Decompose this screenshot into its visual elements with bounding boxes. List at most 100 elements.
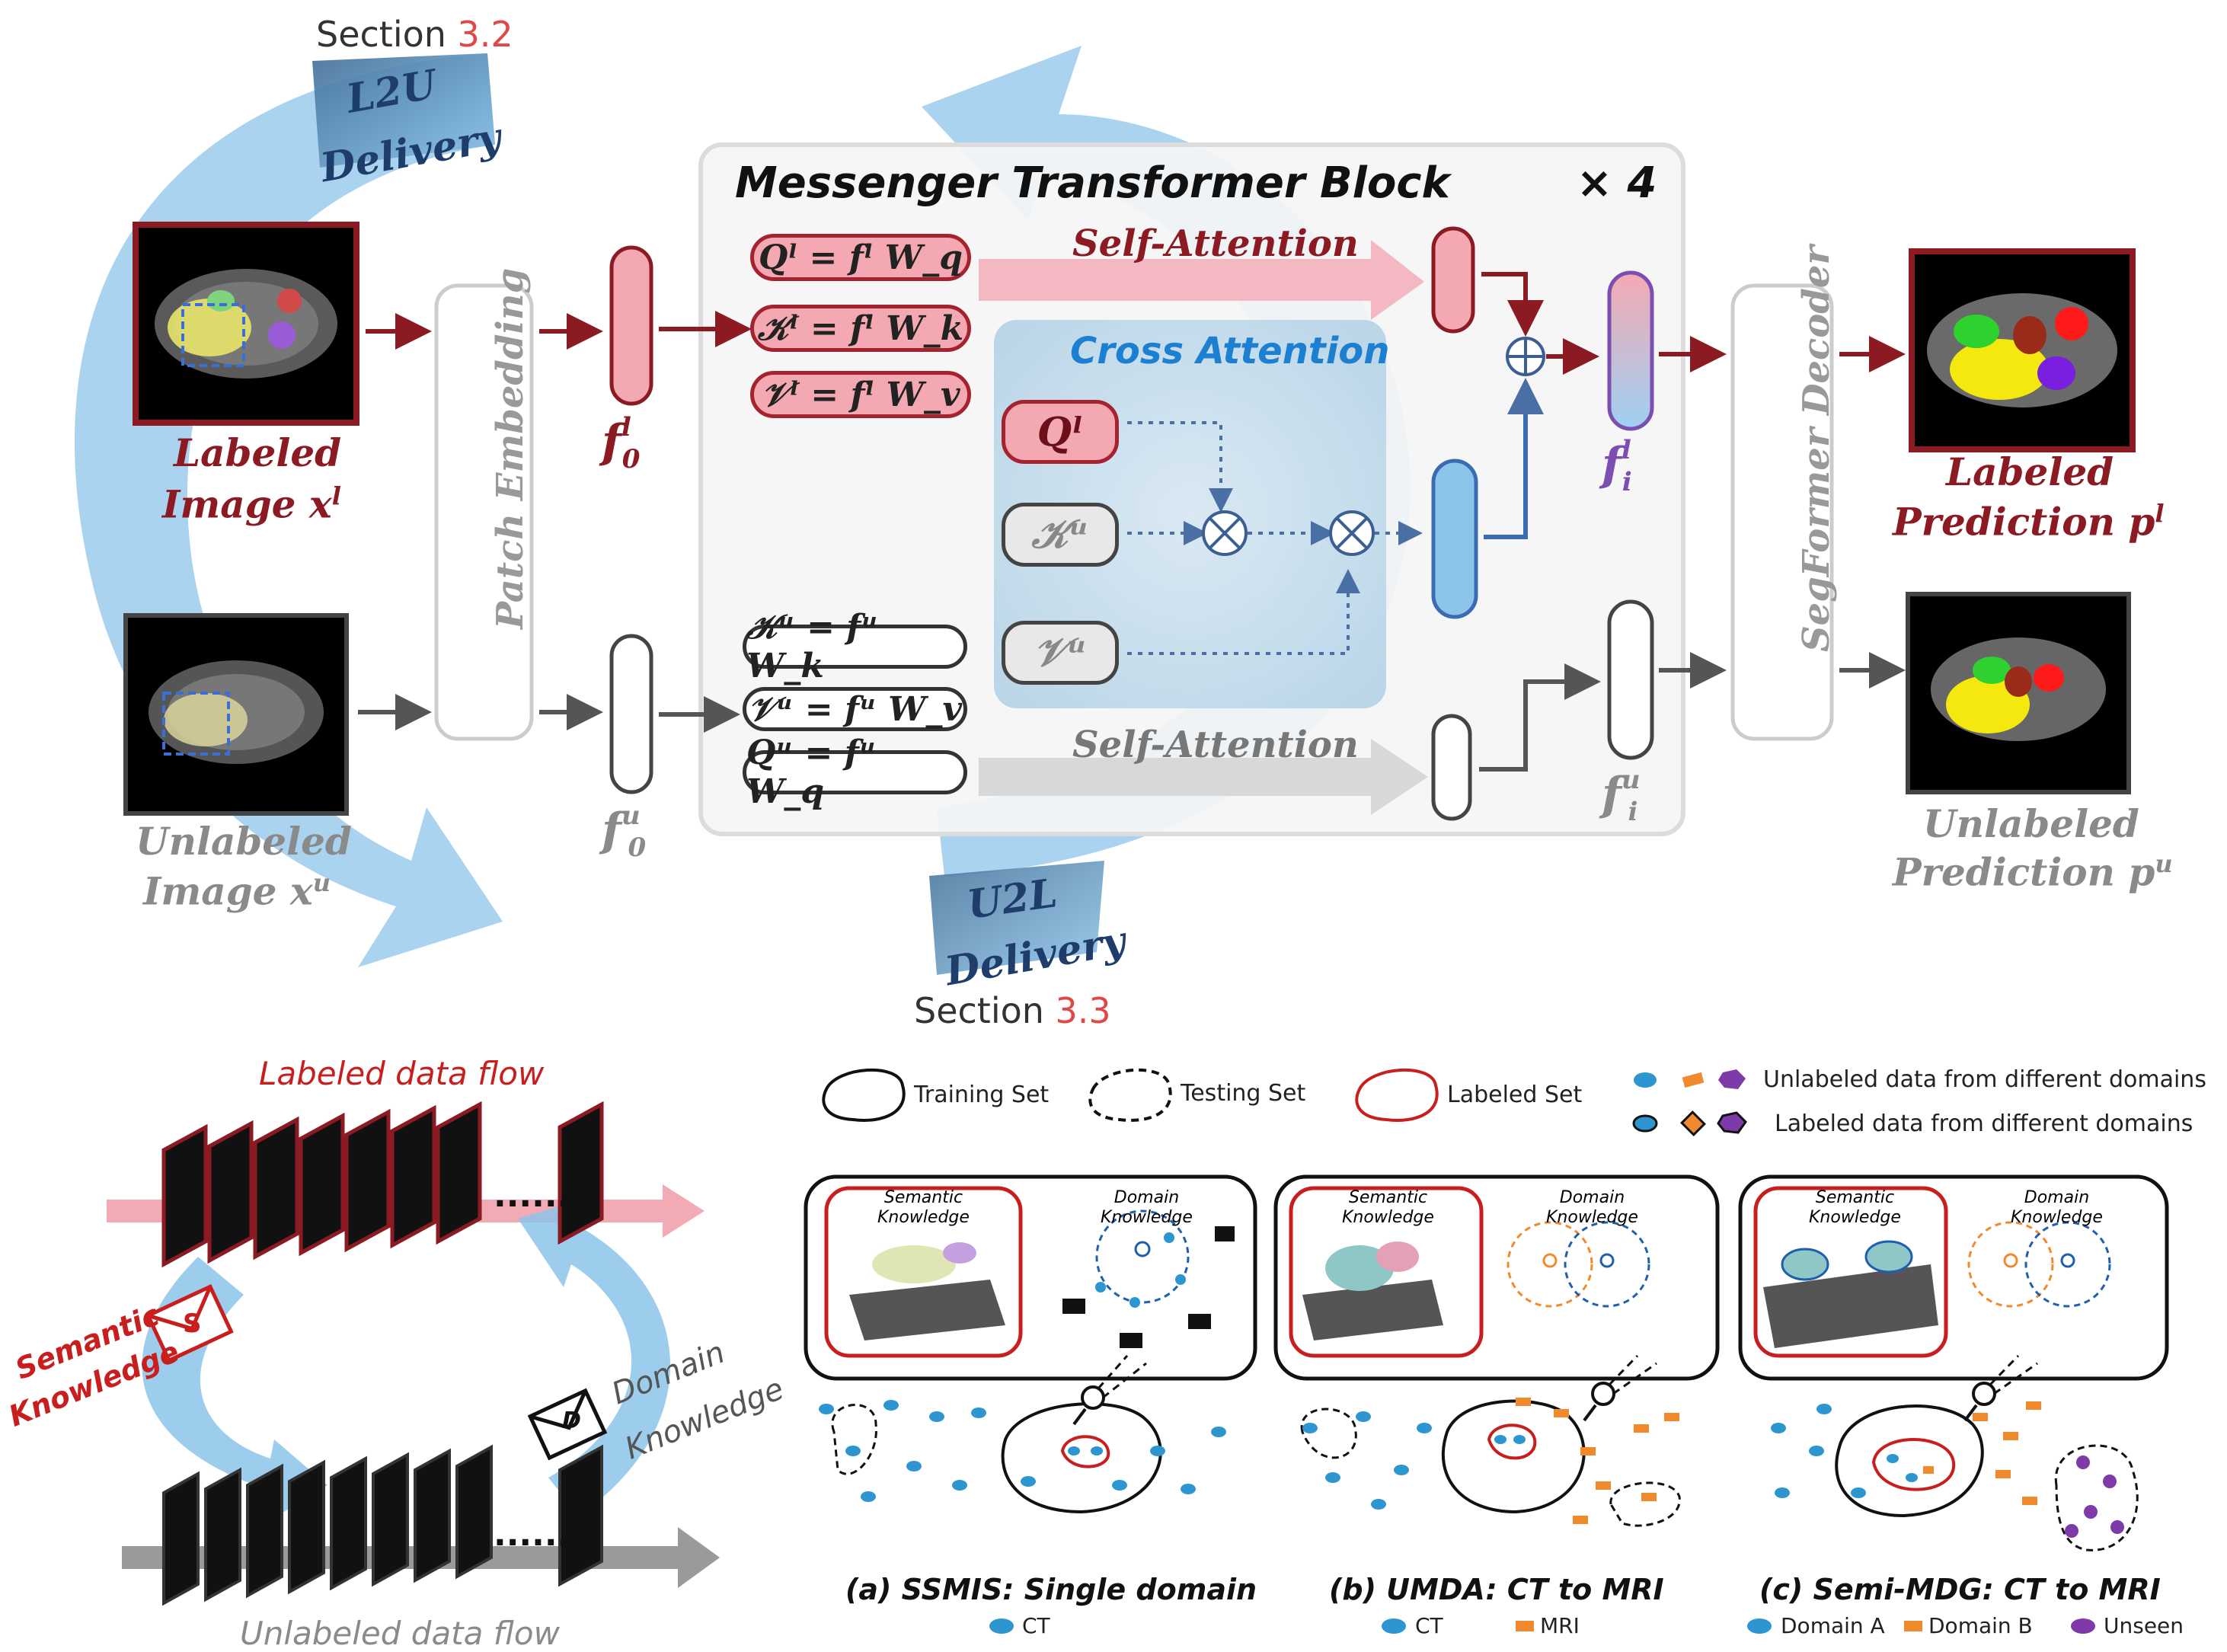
cross-v-unlabeled: 𝒱ᵘ (1002, 621, 1119, 685)
self-attention-top-arrow (979, 240, 1424, 320)
unlabeled-image (123, 613, 349, 816)
labeled-image-title: Labeled (174, 430, 342, 475)
labeled-prediction-title: Labeled (1946, 449, 2114, 494)
section-3-3-label: Section 3.3 (914, 990, 1111, 1031)
unlabeled-image-text: Image x (143, 868, 313, 914)
legend-unlabeled-domains: Unlabeled data from different domains (1763, 1066, 2206, 1093)
caption-c-legend-b: Domain B (1928, 1613, 2033, 1638)
cross-attn-token (1431, 459, 1478, 619)
otimes-2 (1329, 510, 1375, 556)
caption-c: (c) Semi-MDG: CT to MRI (1759, 1573, 2161, 1606)
caption-b-legend-mri: MRI (1540, 1613, 1580, 1638)
caption-a-legend-ct: CT (1022, 1613, 1050, 1638)
unlabeled-prediction-image (1906, 592, 2131, 794)
formula-q-labeled: Qˡ = fˡ W_q (750, 234, 971, 281)
domain-knowledge-arrow (518, 1196, 670, 1516)
caption-c-legend-unseen: Unseen (2104, 1613, 2184, 1638)
unlabeled-flow-label: Unlabeled data flow (240, 1615, 560, 1652)
cross-q-labeled: Qˡ (1002, 400, 1119, 464)
sup: l (621, 412, 631, 443)
otimes-1 (1202, 510, 1248, 556)
legend-testing-shape (1088, 1068, 1172, 1122)
legend-labeled-shape (1355, 1068, 1439, 1122)
repeat-count: × 4 (1577, 158, 1657, 208)
fi-unlabeled-token (1607, 599, 1654, 760)
sub: i (1622, 467, 1632, 497)
unlabeled-prediction-title: Unlabeled (1923, 801, 2139, 846)
domain-line: Domain (1114, 1188, 1180, 1207)
unlabeled-image-name: Image xu (143, 868, 331, 914)
self-attention-top-label: Self-Attention (1072, 222, 1359, 265)
semantic-line: Semantic (883, 1188, 963, 1207)
self-attn-unlabeled-token (1431, 714, 1472, 821)
section-word: Section (914, 990, 1044, 1031)
labeled-flow-dots: ······ (494, 1184, 570, 1223)
section-number: 3.3 (1055, 990, 1111, 1031)
labeled-prediction-image (1909, 248, 2136, 452)
knowledge-line: Knowledge (1809, 1208, 1901, 1227)
legend-labeled-domains: Labeled data from different domains (1775, 1110, 2193, 1137)
labeled-image (133, 222, 359, 426)
cross-k-unlabeled: 𝒦ᵘ (1002, 503, 1119, 567)
sub: 0 (621, 444, 641, 475)
knowledge-line: Knowledge (877, 1208, 970, 1227)
patch-embedding-box (434, 283, 534, 741)
cross-attention-label: Cross Attention (1070, 330, 1390, 372)
f0-labeled-label: fl0 (602, 412, 649, 475)
section-3-2-label: Section 3.2 (316, 14, 513, 55)
formula-k-labeled: 𝒦ˡ = fˡ W_k (750, 305, 971, 352)
self-attention-bottom-label: Self-Attention (1072, 724, 1359, 766)
sub: 0 (628, 832, 647, 863)
domain-line: Domain (2024, 1188, 2090, 1207)
sub: i (1628, 797, 1638, 827)
knowledge-line: Knowledge (1546, 1208, 1638, 1227)
labeled-image-name: Image xl (162, 481, 341, 527)
knowledge-line: Knowledge (1101, 1208, 1193, 1227)
sup: u (621, 800, 641, 831)
caption-a: (a) SSMIS: Single domain (845, 1573, 1257, 1606)
domain-line: Domain (1559, 1188, 1625, 1207)
fi-labeled-label: fli (1602, 435, 1641, 497)
formula-v-labeled: 𝒱ˡ = fˡ W_v (750, 371, 971, 418)
block-title: Messenger Transformer Block (735, 158, 1450, 208)
unlabeled-image-title: Unlabeled (136, 819, 352, 864)
u2l-delivery-band (929, 861, 1104, 975)
self-attn-labeled-token (1431, 226, 1475, 334)
semantic-line: Semantic (1815, 1188, 1895, 1207)
l2u-delivery-head-band (312, 53, 495, 168)
panel-c-graphics (1738, 1174, 2169, 1551)
unlabeled-prediction-name: Prediction pu (1893, 849, 2173, 895)
fi-unlabeled-label: fui (1602, 765, 1650, 827)
labeled-prediction-text: Prediction p (1893, 499, 2155, 545)
f0-unlabeled-token (609, 634, 653, 794)
sup: u (1621, 765, 1641, 795)
semantic-line: Semantic (1348, 1188, 1428, 1207)
unlabeled-prediction-text: Prediction p (1893, 849, 2155, 895)
self-attention-bottom-arrow (979, 739, 1428, 815)
legend-labeled-set: Labeled Set (1447, 1082, 1583, 1108)
segformer-decoder-label: SegFormer Decoder (1795, 245, 1838, 652)
patch-embedding-label: Patch Embedding (489, 267, 532, 629)
labeled-prediction-sup: l (2155, 499, 2165, 528)
scatter-dots (819, 1398, 2124, 1538)
knowledge-line: Knowledge (1342, 1208, 1434, 1227)
f-symbol: f (1602, 438, 1622, 491)
unlabeled-prediction-sup: u (2155, 849, 2173, 878)
labeled-slices (161, 1101, 604, 1268)
knowledge-line: Knowledge (2011, 1208, 2103, 1227)
f0-labeled-token (609, 245, 653, 406)
oplus (1506, 337, 1545, 376)
labeled-prediction-name: Prediction pl (1893, 499, 2164, 545)
formula-k-unlabeled: 𝒦ᵘ = fᵘ W_k (743, 608, 967, 685)
section-number: 3.2 (457, 14, 513, 55)
unlabeled-slices (162, 1444, 603, 1606)
caption-b: (b) UMDA: CT to MRI (1329, 1573, 1664, 1606)
labeled-image-text: Image x (162, 481, 332, 527)
panel-b-graphics (1273, 1174, 1720, 1527)
unlabeled-image-sup: u (312, 868, 331, 897)
f-symbol: f (602, 415, 621, 468)
